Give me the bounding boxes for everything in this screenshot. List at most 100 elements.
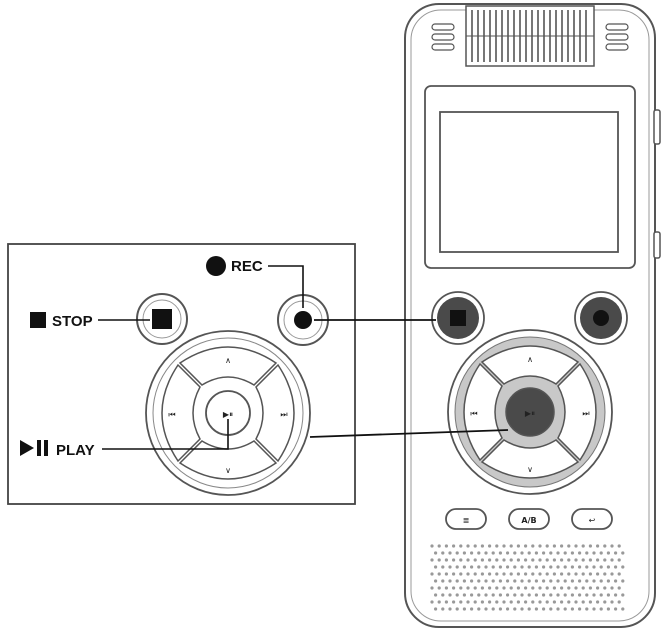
speaker-hole — [545, 558, 549, 562]
speaker-hole — [520, 593, 524, 597]
speaker-hole — [549, 565, 553, 569]
speaker-hole — [516, 544, 521, 548]
device-dpad-up — [480, 345, 580, 385]
speaker-hole — [473, 558, 477, 562]
speaker-hole — [520, 565, 524, 569]
speaker-hole — [509, 572, 513, 576]
speaker-hole — [502, 572, 506, 576]
speaker-hole — [434, 551, 438, 555]
speaker-hole — [488, 544, 492, 548]
speaker-hole — [484, 579, 488, 583]
speaker-hole — [592, 607, 596, 611]
speaker-hole — [606, 565, 611, 569]
device-rec-icon — [593, 310, 609, 326]
zoom-panel: ∧ ∨ ⏮ ⏭ ▶⏸ STOP REC PLAY — [7, 243, 356, 505]
rec-label: REC — [231, 258, 263, 275]
speaker-hole — [477, 593, 481, 597]
speaker-hole — [452, 600, 456, 604]
speaker-hole — [574, 572, 578, 576]
speaker-hole — [570, 607, 575, 611]
speaker-hole — [567, 586, 571, 590]
speaker-hole — [480, 572, 484, 576]
speaker-hole — [603, 586, 607, 590]
speaker-hole — [552, 586, 557, 590]
speaker-hole — [437, 558, 441, 562]
speaker-hole — [549, 607, 553, 611]
recorder-device: ∧ ∨ ⏮ ⏭ ▶⏸ ≣ A/B ↩ — [404, 3, 661, 628]
speaker-hole — [538, 572, 542, 576]
speaker-hole — [549, 579, 553, 583]
speaker-hole — [441, 593, 445, 597]
speaker-hole — [585, 607, 589, 611]
speaker-hole — [588, 600, 593, 604]
device-dpad-right — [557, 362, 597, 462]
speaker-hole — [484, 593, 488, 597]
speaker-hole — [477, 551, 481, 555]
stop-label: STOP — [52, 313, 93, 330]
speaker-hole — [473, 600, 477, 604]
speaker-hole — [524, 572, 528, 576]
speaker-hole — [614, 565, 618, 569]
speaker-hole — [491, 579, 495, 583]
speaker-hole — [621, 593, 625, 597]
speaker-hole — [520, 551, 524, 555]
speaker-hole — [556, 593, 560, 597]
device-back-glyph: ↩ — [589, 516, 596, 525]
speaker-hole — [430, 572, 434, 576]
speaker-hole — [556, 607, 560, 611]
zoom-dpad-down-glyph: ∨ — [225, 466, 231, 475]
speaker-hole — [491, 565, 495, 569]
rec-callout: REC — [206, 256, 304, 308]
speaker-hole — [527, 579, 531, 583]
speaker-hole — [441, 579, 445, 583]
speaker-hole — [441, 565, 445, 569]
speaker-hole — [495, 600, 499, 604]
speaker-hole — [455, 593, 459, 597]
speaker-hole — [552, 600, 557, 604]
speaker-hole — [466, 572, 470, 576]
speaker-hole — [563, 607, 567, 611]
speaker-hole — [455, 565, 459, 569]
device-ab-button: A/B — [508, 508, 550, 530]
speaker-hole — [498, 607, 502, 611]
speaker-hole — [570, 565, 575, 569]
speaker-hole — [480, 544, 484, 548]
speaker-hole — [531, 544, 535, 548]
device-rec-button — [574, 291, 628, 345]
speaker-hole — [567, 600, 571, 604]
speaker-hole — [502, 586, 506, 590]
speaker-hole — [430, 600, 434, 604]
speaker-hole — [617, 572, 621, 576]
speaker-hole — [459, 572, 463, 576]
speaker-hole — [596, 586, 600, 590]
speaker-hole — [498, 579, 502, 583]
speaker-hole — [549, 551, 553, 555]
speaker-hole — [578, 551, 582, 555]
speaker-hole — [473, 544, 477, 548]
speaker-hole — [466, 544, 470, 548]
speaker-hole — [527, 565, 531, 569]
speaker-hole — [578, 565, 582, 569]
zoom-prev-glyph: ⏮ — [168, 410, 175, 419]
speaker-hole — [506, 565, 510, 569]
speaker-hole — [542, 565, 546, 569]
speaker-hole — [599, 551, 603, 555]
speaker-hole — [491, 593, 495, 597]
device-stop-button — [431, 291, 485, 345]
speaker-hole — [480, 558, 484, 562]
speaker-hole — [455, 551, 459, 555]
speaker-hole — [567, 572, 571, 576]
speaker-hole — [588, 544, 593, 548]
speaker-hole — [452, 544, 456, 548]
screen-display — [439, 111, 619, 253]
speaker-hole — [441, 607, 445, 611]
speaker-hole — [509, 600, 513, 604]
speaker-hole — [599, 565, 603, 569]
rec-icon — [294, 311, 312, 329]
speaker-hole — [599, 607, 603, 611]
speaker-hole — [603, 558, 607, 562]
speaker-hole — [437, 544, 441, 548]
speaker-hole — [491, 551, 495, 555]
speaker-hole — [531, 558, 535, 562]
speaker-hole — [610, 572, 614, 576]
